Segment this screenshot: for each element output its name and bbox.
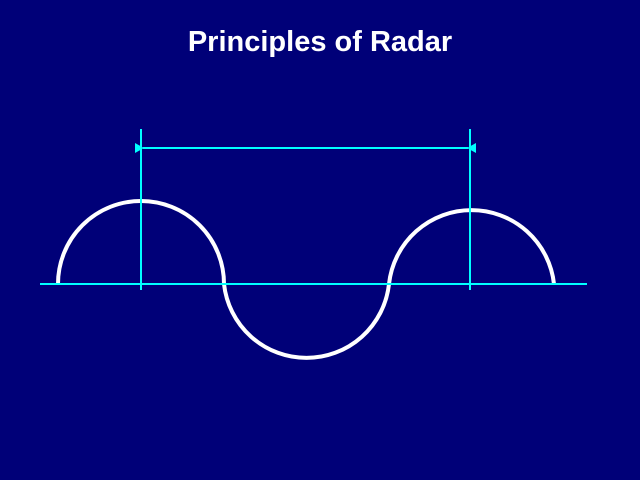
- slide-title: Principles of Radar: [187, 26, 453, 58]
- sine-wave: [56, 199, 556, 360]
